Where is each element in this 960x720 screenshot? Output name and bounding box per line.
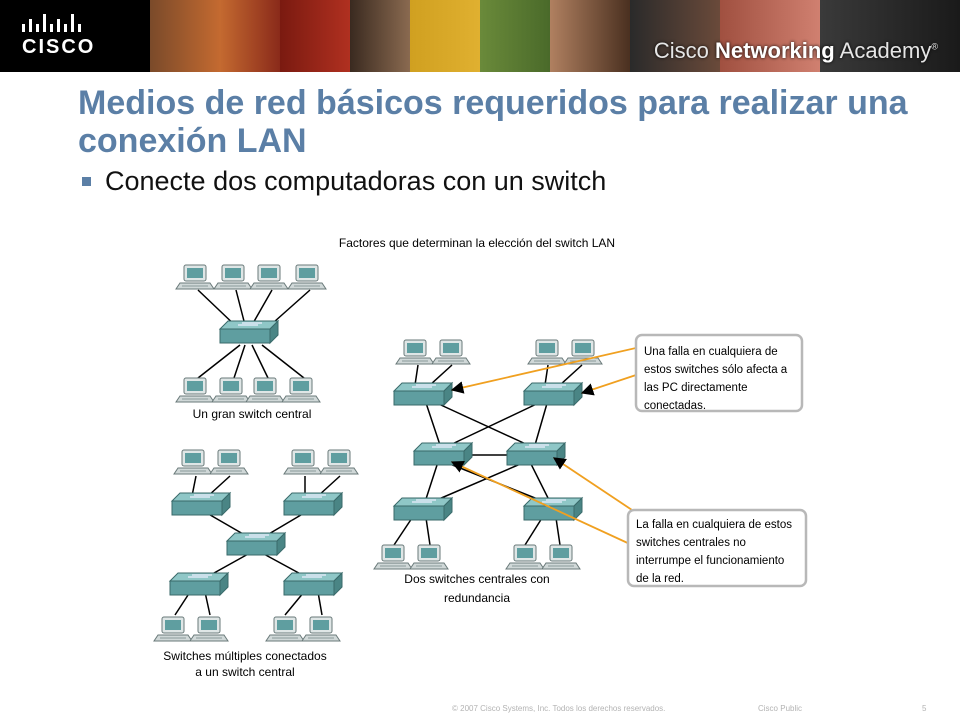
pc-icon [213, 264, 253, 290]
cisco-wordmark: CISCO [22, 36, 96, 58]
footer-classification: Cisco Public [758, 704, 803, 713]
arrow-to-central-switch [552, 457, 633, 511]
academy-text-2: Networking [714, 38, 835, 63]
callout-bottom-line: interrumpe el funcionamiento [636, 555, 784, 567]
pc-icon [431, 339, 471, 365]
pc-icon [409, 544, 449, 570]
pc-icon [527, 339, 567, 365]
pc-icon [319, 449, 359, 475]
arrow-to-switch [580, 374, 637, 396]
photo-tile [350, 0, 410, 72]
pc-icon [249, 264, 289, 290]
switch-icon [171, 492, 231, 516]
header-banner: CISCO Cisco Networking Academy® [0, 0, 960, 72]
pc-icon [541, 544, 581, 570]
pc-icon [245, 377, 285, 403]
callout-bottom-text: La falla en cualquiera de estos switches… [636, 519, 795, 585]
callout-bottom-line: de la red. [636, 573, 684, 585]
footer-copyright: © 2007 Cisco Systems, Inc. Todos los der… [452, 704, 666, 713]
label-single-switch: Un gran switch central [193, 407, 312, 421]
photo-tile [720, 0, 820, 72]
bullet-text: Conecte dos computadoras con un switch [105, 166, 607, 196]
photo-tile [220, 0, 280, 72]
callout-top-line: conectadas. [644, 400, 706, 412]
callout-top-line: estos switches sólo afecta a [644, 364, 788, 376]
pc-icon [287, 264, 327, 290]
pc-icon [211, 377, 251, 403]
footer-page-number: 5 [922, 704, 927, 713]
photo-tile [150, 0, 220, 72]
photo-tile [820, 0, 960, 72]
photo-tile [550, 0, 630, 72]
photo-tile [280, 0, 350, 72]
switch-icon [219, 320, 279, 344]
networking-academy-logo: Cisco Networking Academy® [654, 38, 938, 64]
pc-icon [189, 616, 229, 642]
photo-tile [410, 0, 480, 72]
callout-arrows [450, 347, 637, 546]
cisco-logo: CISCO [0, 0, 150, 72]
bullet-square-icon [82, 177, 91, 186]
switch-icon [523, 382, 583, 406]
slide-title: Medios de red básicos requeridos para re… [78, 84, 908, 160]
photo-strip [150, 0, 960, 72]
callout-top-text: Una falla en cualquiera de estos switche… [644, 346, 790, 412]
pc-icon [265, 616, 305, 642]
switch-icon [393, 382, 453, 406]
bullet-item: Conecte dos computadoras con un switch [82, 166, 606, 197]
central-switch-icon [506, 442, 566, 466]
pc-icon [175, 377, 215, 403]
photo-tile [480, 0, 550, 72]
pc-icon [153, 616, 193, 642]
pc-icon [281, 377, 321, 403]
callout-top-line: Una falla en cualquiera de [644, 346, 778, 358]
pc-icon [373, 544, 413, 570]
pc-icon [173, 449, 213, 475]
pc-icon [505, 544, 545, 570]
diagram-heading: Factores que determinan la elección del … [339, 236, 615, 250]
pc-icon [209, 449, 249, 475]
callout-box-top [634, 333, 804, 413]
registered-mark: ® [931, 41, 938, 52]
switch-icon [226, 532, 286, 556]
switch-icon [169, 572, 229, 596]
pc-icon [175, 264, 215, 290]
photo-tile [630, 0, 720, 72]
academy-text-3: Academy [834, 38, 932, 63]
switch-icon [393, 497, 453, 521]
label-redundant-line2: redundancia [444, 591, 510, 605]
pc-icon [301, 616, 341, 642]
switch-icon [283, 572, 343, 596]
cisco-bars-icon [22, 14, 81, 32]
pc-icon [395, 339, 435, 365]
academy-text-1: Cisco [653, 38, 715, 63]
callout-bottom-line: La falla en cualquiera de estos [636, 519, 792, 531]
label-multi-line2: a un switch central [195, 665, 294, 679]
label-multi-line1: Switches múltiples conectados [163, 649, 326, 663]
callout-top-line: las PC directamente [644, 382, 748, 394]
pc-icon [283, 449, 323, 475]
callout-box-bottom [626, 508, 808, 588]
label-redundant-line1: Dos switches centrales con [404, 572, 549, 586]
switch-icon [283, 492, 343, 516]
arrow-to-switch [450, 347, 637, 394]
arrow-to-central-switch [450, 461, 633, 546]
callout-bottom-line: switches centrales no [636, 537, 746, 549]
central-switch-icon [413, 442, 473, 466]
